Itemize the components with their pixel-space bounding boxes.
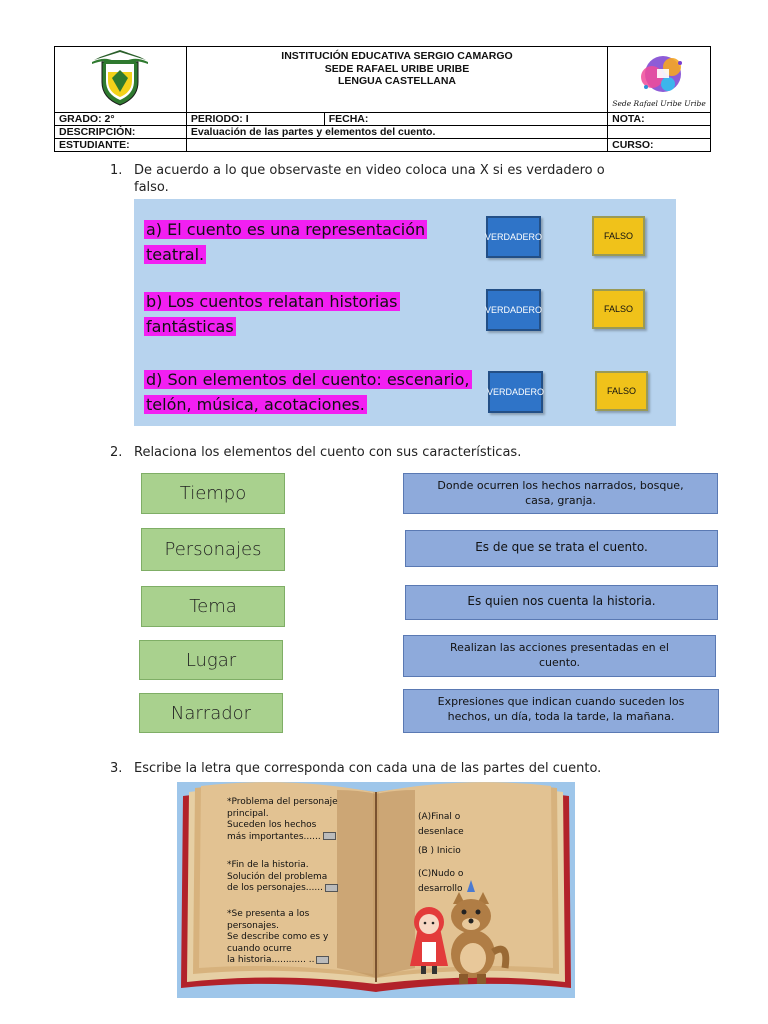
school-shield-logo [54, 46, 187, 113]
left-page-line: Suceden los hechos [227, 820, 317, 830]
question-number: 3. [110, 761, 123, 776]
element-lugar[interactable]: Lugar [139, 640, 283, 680]
red-riding-hood-icon [410, 907, 448, 974]
fecha-field[interactable]: FECHA: [323, 112, 609, 126]
sede-logo-icon [641, 56, 683, 92]
statement-a-line2: teatral. [144, 245, 207, 264]
description-tema[interactable]: Es de que se trata el cuento. [405, 530, 718, 567]
nota-field[interactable]: NOTA: [607, 112, 711, 126]
subject-name: LENGUA CASTELLANA [337, 75, 456, 87]
question-1: 1. De acuerdo a lo que observaste en vid… [110, 163, 710, 199]
wolf-icon [451, 880, 510, 984]
description-lugar[interactable]: Donde ocurren los hechos narrados, bosqu… [403, 473, 718, 514]
school-title: INSTITUCIÓN EDUCATIVA SERGIO CAMARGO SED… [185, 46, 609, 113]
open-book-illustration: *Problema del personaje principal. Suced… [177, 782, 575, 998]
left-page-line: la historia............ .. [227, 955, 315, 965]
falso-button-a[interactable]: FALSO [592, 216, 645, 256]
statement-a-line1: a) El cuento es una representación [144, 220, 428, 239]
answer-box-2[interactable] [324, 883, 338, 892]
left-page-line: de los personajes...... [227, 883, 323, 893]
question-text-line2: falso. [134, 180, 169, 195]
right-page-line: (B ) Inicio [418, 846, 461, 856]
right-page-line: desarrollo [418, 884, 463, 894]
true-false-panel: a) El cuento es una representación teatr… [134, 199, 676, 426]
right-page-line: (A)Final o [418, 812, 461, 822]
question-number: 1. [110, 163, 123, 178]
description-personajes[interactable]: Realizan las acciones presentadas en el c… [403, 635, 716, 677]
option-a: (A)Final o desenlace [418, 810, 464, 840]
shield-icon [92, 50, 149, 106]
description-line: Donde ocurren los hechos narrados, bosqu… [437, 479, 684, 492]
element-narrador[interactable]: Narrador [139, 693, 283, 733]
option-b: (B ) Inicio [418, 846, 461, 858]
statement-d-line2: telón, música, acotaciones. [144, 395, 367, 414]
question-number: 2. [110, 445, 123, 460]
option-c: (C)Nudo o desarrollo [418, 867, 463, 897]
descripcion-label: DESCRIPCIÓN: [54, 125, 187, 139]
curso-field[interactable]: CURSO: [607, 138, 711, 152]
answer-box-3[interactable] [316, 955, 330, 964]
periodo-label: PERIODO: I [185, 112, 325, 126]
header-table: INSTITUCIÓN EDUCATIVA SERGIO CAMARGO SED… [54, 46, 711, 152]
description-line: hechos, un día, toda la tarde, la mañana… [447, 710, 675, 723]
question-text: Escribe la letra que corresponda con cad… [134, 761, 602, 776]
verdadero-button-b[interactable]: VERDADERO [485, 289, 542, 331]
left-page-line: Se describe como es y [227, 932, 329, 942]
question-3: 3. Escribe la letra que corresponda con … [110, 761, 710, 779]
school-name: INSTITUCIÓN EDUCATIVA SERGIO CAMARGO [281, 50, 513, 62]
answer-box-1[interactable] [322, 832, 336, 840]
left-page-line: personajes. [227, 920, 279, 931]
falso-button-d[interactable]: FALSO [595, 371, 648, 411]
left-page-line: *Fin de la historia. [227, 860, 309, 870]
verdadero-button-a[interactable]: VERDADERO [485, 216, 542, 258]
right-page-line: (C)Nudo o [418, 869, 464, 879]
description-line: Realizan las acciones presentadas en el [450, 641, 669, 654]
element-tiempo[interactable]: Tiempo [141, 473, 285, 514]
question-text-line1: De acuerdo a lo que observaste en video … [134, 163, 605, 178]
left-page-line: *Problema del personaje [227, 797, 338, 807]
statement-a: a) El cuento es una representación teatr… [144, 217, 428, 267]
description-line: casa, granja. [525, 494, 596, 507]
left-page-line: más importantes...... [227, 831, 321, 842]
element-tema[interactable]: Tema [141, 586, 285, 627]
left-page-block-2: *Fin de la historia. Solución del proble… [227, 860, 377, 895]
estudiante-field[interactable] [185, 138, 609, 152]
left-page-line: principal. [227, 808, 269, 819]
description-line: Es quien nos cuenta la historia. [467, 594, 656, 608]
estudiante-label: ESTUDIANTE: [54, 138, 187, 152]
right-page-line: desenlace [418, 827, 464, 837]
statement-b: b) Los cuentos relatan historias fantást… [144, 289, 400, 339]
left-page-line: *Se presenta a los [227, 909, 310, 919]
verdadero-button-d[interactable]: VERDADERO [487, 371, 544, 413]
statement-b-line2: fantásticas [144, 317, 236, 336]
nota-cell-blank [607, 125, 711, 139]
description-line: Es de que se trata el cuento. [475, 540, 648, 554]
statement-b-line1: b) Los cuentos relatan historias [144, 292, 400, 311]
question-2: 2. Relaciona los elementos del cuento co… [110, 445, 710, 463]
sede-logo-caption: Sede Rafael Uribe Uribe [612, 99, 706, 108]
description-tiempo[interactable]: Expresiones que indican cuando suceden l… [403, 689, 719, 733]
sede-name: SEDE RAFAEL URIBE URIBE [324, 62, 470, 75]
descripcion-value: Evaluación de las partes y elementos del… [185, 125, 609, 139]
left-page-line: cuando ocurre [227, 943, 292, 954]
left-page-line: Solución del problema [227, 871, 328, 882]
sede-logo-cell: Sede Rafael Uribe Uribe [607, 46, 711, 113]
statement-d: d) Son elementos del cuento: escenario, … [144, 367, 472, 417]
element-personajes[interactable]: Personajes [141, 528, 285, 571]
description-narrador[interactable]: Es quien nos cuenta la historia. [405, 585, 718, 620]
left-page-block-3: *Se presenta a los personajes. Se descri… [227, 909, 377, 967]
statement-d-line1: d) Son elementos del cuento: escenario, [144, 370, 472, 389]
grado-label: GRADO: 2° [54, 112, 187, 126]
description-line: cuento. [538, 656, 581, 669]
description-line: Expresiones que indican cuando suceden l… [437, 695, 685, 708]
question-text: Relaciona los elementos del cuento con s… [134, 445, 522, 460]
falso-button-b[interactable]: FALSO [592, 289, 645, 329]
left-page-block-1: *Problema del personaje principal. Suced… [227, 797, 377, 843]
